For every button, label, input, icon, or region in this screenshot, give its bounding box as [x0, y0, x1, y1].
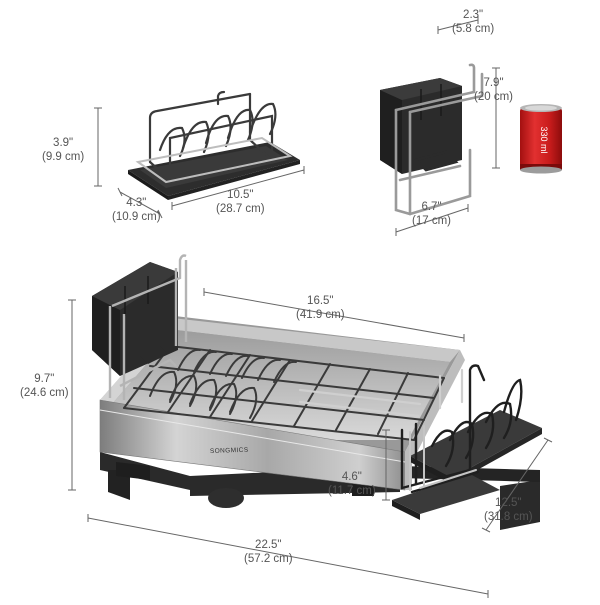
can-volume-label: 330 ml: [539, 126, 549, 153]
overall-depth-label: 12.5" (31.8 cm): [484, 497, 533, 523]
glass-holder-wires: [400, 364, 523, 494]
dimension-lines: [68, 16, 553, 598]
cutlery-depth-label: 2.3" (5.8 cm): [452, 9, 495, 35]
glass-holder-silver-wires: [409, 425, 477, 491]
cutlery-holder: [380, 78, 462, 174]
cutlery-height-label: 7.9" (20 cm): [474, 77, 513, 103]
cutlery-holder-wire-hanger: [394, 63, 484, 216]
cutlery-width-label: 6.7" (17 cm): [412, 201, 451, 227]
basin-length-label: 16.5" (41.9 cm): [296, 295, 345, 321]
holder-height-label: 3.9" (9.9 cm): [42, 137, 85, 163]
brand-logo: SONGMICS: [210, 447, 249, 455]
utensil-holder-wire-frame: [148, 90, 277, 182]
utensil-holder-base-rails: [135, 136, 293, 184]
utensil-holder-tray: [128, 142, 300, 200]
basin-height-label: 4.6" (11.7 cm): [328, 471, 376, 497]
overall-length-label: 22.5" (57.2 cm): [244, 539, 293, 565]
holder-depth-label: 4.3" (10.9 cm): [112, 197, 161, 223]
dish-rack-cup-rack: [298, 368, 464, 418]
overall-height-label: 9.7" (24.6 cm): [20, 373, 69, 399]
dish-rack-wires: [123, 345, 445, 441]
main-rack-cutlery-cup: [92, 254, 188, 400]
soda-can: [520, 104, 562, 174]
holder-length-label: 10.5" (28.7 cm): [216, 189, 265, 215]
